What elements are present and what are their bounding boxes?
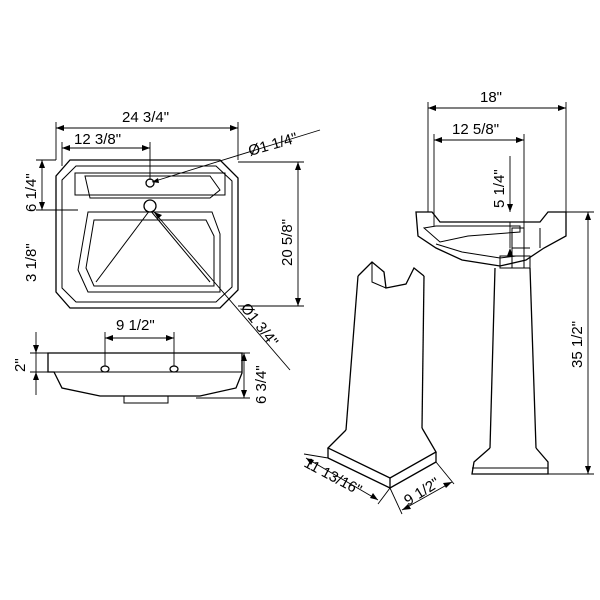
sink-front-view bbox=[47, 352, 243, 404]
pedestal-dimensions bbox=[303, 453, 455, 515]
label-side-depth: 5 1/4" bbox=[491, 169, 508, 208]
label-total-height: 35 1/2" bbox=[569, 321, 586, 368]
front-view-labels: 9 1/2" 2" 6 3/4" bbox=[12, 317, 270, 404]
pedestal-labels: 11 13/16" 9 1/2" bbox=[301, 455, 443, 510]
label-faucet-offset: 12 3/8" bbox=[74, 131, 121, 148]
faucet-hole bbox=[145, 178, 155, 188]
label-length: 20 5/8" bbox=[279, 219, 296, 266]
label-rim-height: 2" bbox=[12, 358, 29, 372]
front-hole-left bbox=[100, 365, 110, 373]
label-faucet-hole: Ø1 1/4" bbox=[246, 130, 299, 160]
front-hole-right bbox=[169, 365, 179, 373]
label-side-inner: 12 5/8" bbox=[452, 121, 499, 138]
sink-side-view bbox=[415, 211, 567, 475]
side-view-dimensions bbox=[427, 102, 594, 475]
label-basin-height: 6 3/4" bbox=[253, 365, 270, 404]
drain-hole bbox=[143, 199, 157, 213]
label-top-width: 24 3/4" bbox=[122, 109, 169, 126]
pedestal-isometric-view bbox=[326, 261, 437, 489]
label-hole-spacing: 9 1/2" bbox=[116, 317, 155, 334]
side-view-labels: 18" 12 5/8" 5 1/4" 35 1/2" bbox=[452, 89, 586, 368]
label-drain-hole: Ø1 3/4" bbox=[237, 300, 281, 350]
label-left-edge: 6 1/4" bbox=[23, 173, 40, 212]
label-side-width: 18" bbox=[480, 89, 502, 106]
front-view-dimensions bbox=[30, 332, 250, 399]
sink-top-view bbox=[55, 159, 239, 309]
label-pedestal-depth: 9 1/2" bbox=[401, 474, 443, 509]
label-basin-depth: 3 1/8" bbox=[23, 243, 40, 282]
top-view-labels: 24 3/4" 12 3/8" Ø1 1/4" 6 1/4" 3 1/8" 20… bbox=[23, 109, 300, 350]
top-view-dimensions bbox=[36, 122, 321, 371]
